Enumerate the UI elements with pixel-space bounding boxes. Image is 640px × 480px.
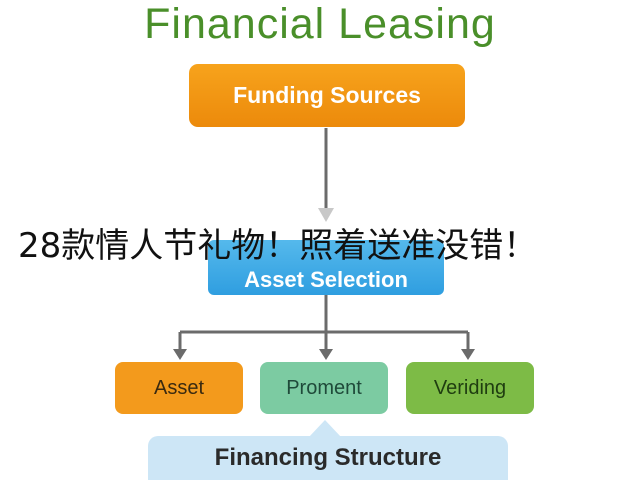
- veriding-node: Veriding: [406, 362, 534, 414]
- overlay-caption: 28款情人节礼物！照着送准没错！: [18, 226, 538, 266]
- financing-structure-pointer: [309, 420, 341, 437]
- asset-selection-node: Asset Selection: [208, 240, 444, 295]
- proment-node: Proment: [260, 362, 388, 414]
- arrowhead-veriding: [461, 349, 475, 360]
- proment-label: Proment: [286, 376, 362, 399]
- asset-label: Asset: [153, 376, 205, 399]
- arrowhead-proment: [319, 349, 333, 360]
- diagram-title: Financial Leasing: [144, 0, 496, 48]
- asset-selection-label: Asset Selection: [244, 266, 408, 292]
- arrowhead-funding-selection: [318, 208, 334, 222]
- financing-structure-label: Financing Structure: [214, 444, 442, 471]
- funding-sources-label: Funding Sources: [233, 82, 421, 108]
- veriding-label: Veriding: [433, 376, 507, 399]
- funding-sources-node: Funding Sources: [189, 64, 465, 127]
- asset-node: Asset: [115, 362, 243, 414]
- financing-structure-node: Financing Structure: [148, 436, 508, 480]
- arrowhead-asset: [173, 349, 187, 360]
